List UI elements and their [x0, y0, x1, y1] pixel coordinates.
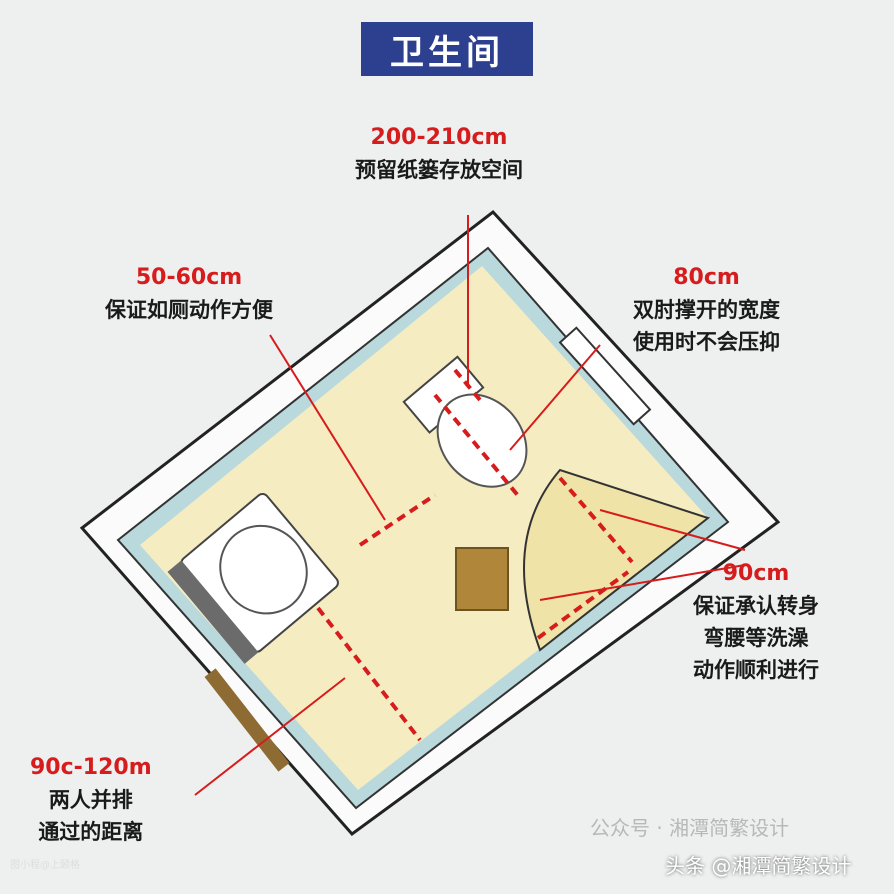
annotation-text: 弯腰等洗澡: [703, 626, 809, 650]
leader-lines: [194, 215, 746, 796]
floor-drain: [455, 547, 509, 611]
annotation-text: 保证如厕动作方便: [105, 298, 273, 322]
floor: [140, 266, 708, 790]
annotation-text: 通过的距离: [38, 820, 144, 844]
annotation-text: 双肘撑开的宽度: [633, 298, 780, 322]
annotation-text: 动作顺利进行: [693, 658, 819, 682]
annotation-shower: 90cm 保证承认转身 弯腰等洗澡 动作顺利进行: [693, 558, 819, 686]
door: [204, 668, 290, 772]
dimension-label: 200-210cm: [370, 125, 508, 150]
toutiao-watermark: 头条 @湘潭简繁设计: [665, 854, 852, 878]
corner-watermark: 图小程@上颐格: [10, 860, 80, 871]
annotation-text: 保证承认转身: [693, 594, 819, 618]
dimension-label: 80cm: [673, 265, 740, 290]
shower-area: [523, 468, 711, 652]
annotation-text: 两人并排: [48, 788, 133, 812]
annotation-text: 使用时不会压抑: [633, 330, 780, 354]
page-title: 卫生间: [361, 22, 533, 76]
sink: [167, 492, 339, 664]
wechat-watermark: 公众号 · 湘潭简繁设计: [590, 816, 790, 840]
dimension-label: 90cm: [722, 561, 790, 586]
window: [558, 326, 652, 426]
annotation-text: 预留纸篓存放空间: [355, 158, 523, 182]
dimension-label: 90c-120m: [30, 755, 152, 780]
annotation-passage: 90c-120m 两人并排 通过的距离: [30, 752, 152, 848]
annotation-toilet-clearance: 50-60cm 保证如厕动作方便: [105, 262, 273, 326]
dimension-label: 50-60cm: [135, 265, 243, 290]
dimension-arrows: [316, 368, 634, 742]
annotation-wastebasket: 200-210cm 预留纸篓存放空间: [355, 122, 523, 186]
toilet: [402, 355, 528, 488]
annotation-elbow-width: 80cm 双肘撑开的宽度 使用时不会压抑: [633, 262, 780, 358]
